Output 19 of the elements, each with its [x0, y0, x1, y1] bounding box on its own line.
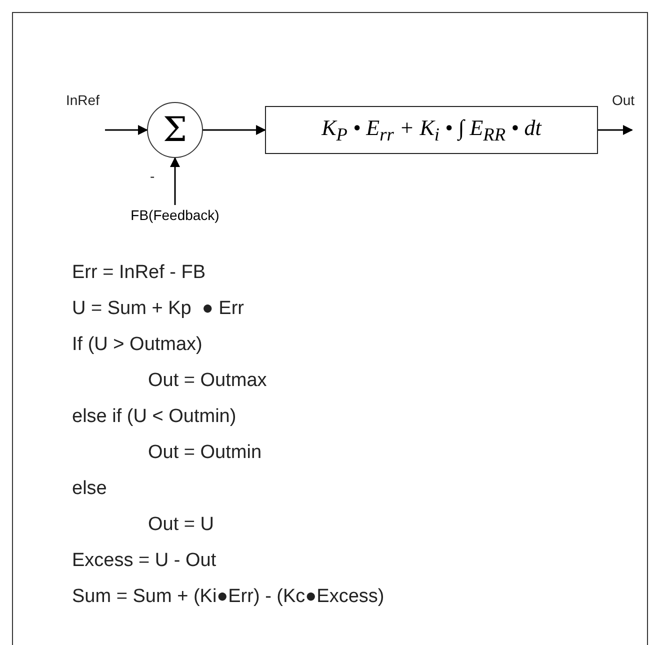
code-line: else	[72, 478, 107, 500]
arrow	[170, 157, 180, 205]
code-line: Out = Outmax	[148, 370, 267, 392]
arrow	[105, 125, 148, 135]
arrow	[203, 125, 266, 135]
summing-junction: Σ	[147, 102, 203, 158]
arrow	[598, 125, 633, 135]
transfer-function-box: K$_{P}$ • E$_{rr}$ + K$_{i}$ • ∫ E$_{RR}$ • dt	[265, 106, 598, 154]
edge-label: Out	[612, 92, 635, 108]
code-line: Err = InRef - FB	[72, 262, 206, 284]
code-line: If (U > Outmax)	[72, 334, 202, 356]
code-line: Out = Outmin	[148, 442, 262, 464]
feedback-label: FB(Feedback)	[105, 205, 245, 225]
code-line: U = Sum + Kp ● Err	[72, 298, 244, 320]
code-line: Excess = U - Out	[72, 550, 216, 572]
edge-label: InRef	[66, 92, 100, 108]
code-line: Out = U	[148, 514, 214, 536]
code-line: Sum = Sum + (Ki●Err) - (Kc●Excess)	[72, 586, 384, 608]
code-line: else if (U < Outmin)	[72, 406, 236, 428]
